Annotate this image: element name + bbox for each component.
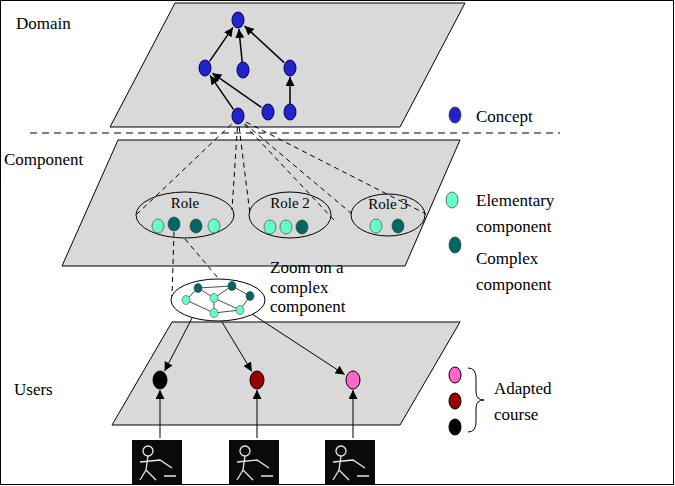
legend-label: Adapted course <box>494 376 584 429</box>
legend-swatch <box>447 235 463 255</box>
user-icon <box>325 440 375 484</box>
role-label: Role <box>171 195 199 212</box>
network-dot <box>246 292 254 301</box>
user-icon <box>132 440 182 484</box>
role-ellipse: Role <box>135 191 235 239</box>
user-icon <box>229 440 279 484</box>
legend-course-dot <box>449 393 461 409</box>
legend-label: Concept <box>476 104 626 130</box>
layer-label: Users <box>14 380 53 400</box>
legend-swatch <box>447 105 463 125</box>
user-figure <box>140 446 176 480</box>
user-arrow <box>353 390 354 438</box>
concept-dot <box>262 104 274 120</box>
legend-course-dot <box>449 367 461 383</box>
shape-outline <box>170 278 266 322</box>
role-label: Role 2 <box>270 195 310 212</box>
shape-outline <box>0 320 465 428</box>
legend-label: Complex component <box>476 246 586 299</box>
layer-plane: Users <box>0 320 465 428</box>
concept-dot <box>284 104 296 120</box>
network-dot <box>182 296 190 305</box>
component-dot <box>370 219 382 233</box>
concept-dot <box>232 108 244 124</box>
ellipse-outline <box>351 194 425 236</box>
ellipse-outline <box>171 279 265 321</box>
ellipse-outline <box>249 192 331 238</box>
layer-plane: Domain <box>0 3 470 130</box>
plane-outline <box>62 140 460 266</box>
tree-arrow <box>289 77 291 104</box>
component-dot <box>392 219 404 233</box>
separator-line <box>30 133 560 134</box>
concept-dot <box>199 60 211 76</box>
course-dot <box>346 371 360 389</box>
legend-label: Elementary component <box>476 188 586 241</box>
network-dot <box>194 284 202 293</box>
brace <box>468 368 484 432</box>
course-dot <box>153 371 167 389</box>
plane-outline <box>110 3 465 127</box>
zoom-ellipse: Zoom on a complex component <box>170 278 266 322</box>
concept-dot <box>284 60 296 76</box>
component-dot <box>296 220 308 234</box>
network-dot <box>210 309 218 318</box>
user-arrow <box>257 390 258 438</box>
network-dot <box>228 282 236 291</box>
layer-label: Domain <box>16 14 71 34</box>
component-dot <box>264 220 276 234</box>
network-dot <box>236 306 244 315</box>
concept-dot <box>232 12 244 28</box>
role-ellipse: Role 3 <box>350 193 426 237</box>
component-dot <box>208 219 220 233</box>
role-label: Role 3 <box>368 196 408 213</box>
component-dot <box>190 219 202 233</box>
zoom-label: Zoom on a complex component <box>270 258 370 317</box>
component-dot <box>152 219 164 233</box>
layer-label: Component <box>4 150 83 170</box>
component-dot <box>168 217 180 231</box>
user-arrow <box>160 390 161 438</box>
role-ellipse: Role 2 <box>248 191 332 239</box>
user-figure <box>333 446 369 480</box>
plane-outline <box>112 322 460 425</box>
concept-dot <box>237 62 249 78</box>
ellipse-outline <box>136 192 234 238</box>
network-dot <box>210 294 218 303</box>
legend-swatch <box>444 190 460 210</box>
layer-plane: ComponentRole Role 2 Role 3 <box>0 138 465 268</box>
course-dot <box>250 371 264 389</box>
component-dot <box>280 220 292 234</box>
user-figure <box>237 446 273 480</box>
legend-course-dot <box>449 419 461 435</box>
